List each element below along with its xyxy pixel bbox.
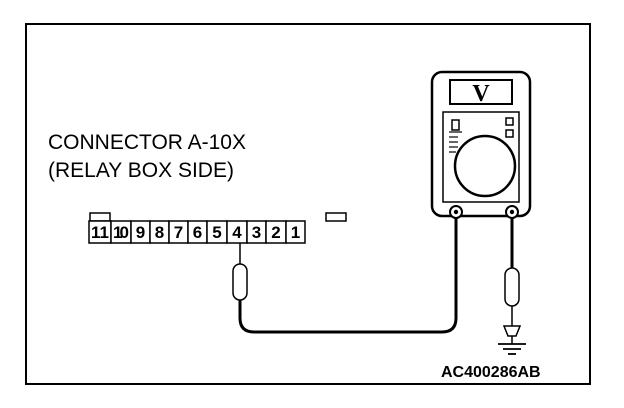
connector-pin-label-2: 2 — [271, 223, 280, 242]
voltmeter-panel — [442, 111, 520, 203]
voltmeter-selector-dial — [453, 134, 517, 198]
voltmeter-button-left — [451, 119, 460, 131]
ground-test-lead — [498, 212, 526, 355]
positive-lead-wire — [238, 212, 458, 334]
connector-pin-label-3: 3 — [252, 223, 261, 242]
voltmeter: V — [430, 70, 532, 219]
figure-code: AC400286AB — [441, 364, 541, 381]
connector-title: CONNECTOR A-10X — [48, 131, 246, 154]
positive-probe-tip — [232, 263, 248, 301]
connector-pin-label-11: 11 — [91, 223, 109, 242]
connector-lock-tab-left — [89, 212, 111, 222]
connector-pin-cell-1 — [285, 220, 306, 244]
connector-pin-label-6: 6 — [193, 223, 202, 242]
figure-frame — [25, 23, 591, 385]
connector-lock-tab-right — [325, 212, 347, 222]
voltmeter-display — [449, 79, 513, 105]
connector-pin-label-8: 8 — [155, 223, 164, 242]
ground-clip — [502, 325, 522, 337]
connector-pin-label-9: 9 — [136, 223, 145, 242]
voltmeter-button-right-bottom — [505, 129, 514, 138]
voltmeter-display-symbol: V — [472, 81, 490, 107]
positive-test-lead — [232, 212, 458, 334]
connector-subtitle: (RELAY BOX SIDE) — [48, 159, 234, 182]
ground-probe-tip — [504, 267, 520, 307]
connector-pin-label-5: 5 — [212, 223, 221, 242]
voltmeter-button-right-top — [505, 117, 514, 126]
voltmeter-terminal-positive — [449, 205, 463, 219]
connector-pin-label-7: 7 — [174, 223, 183, 242]
connector-pin-label-10: 10 — [113, 223, 129, 242]
connector-pin-label-1: 1 — [291, 223, 300, 242]
connector-pin-label-4: 4 — [232, 223, 242, 242]
voltmeter-terminal-ground — [505, 205, 519, 219]
ground-symbol-icon — [498, 343, 526, 355]
